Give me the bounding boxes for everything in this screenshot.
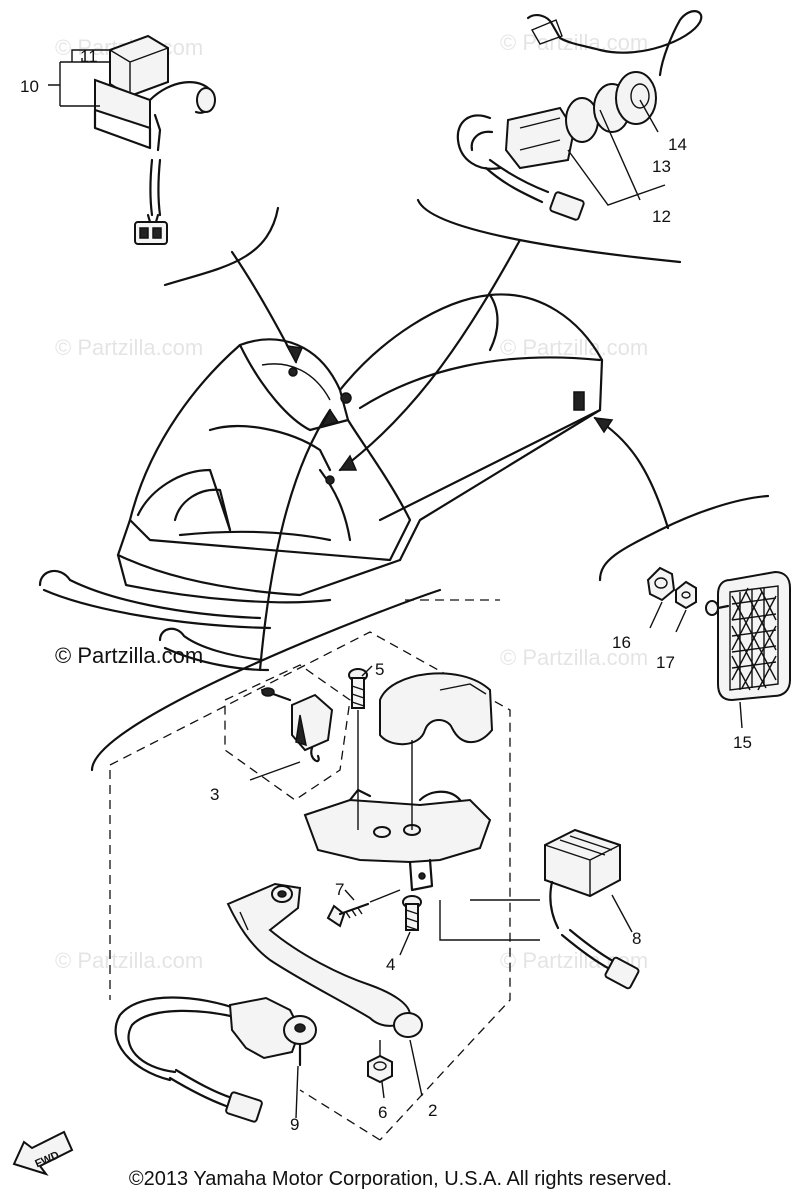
snowmobile-body bbox=[38, 293, 604, 672]
inset-bracket-right bbox=[416, 198, 682, 264]
part-6-nut bbox=[367, 1040, 393, 1084]
part-8-relay bbox=[439, 828, 640, 990]
switch-housing-lower bbox=[303, 788, 492, 892]
relay-assembly bbox=[93, 34, 216, 245]
callout-3: 3 bbox=[210, 785, 219, 804]
fwd-arrow: FWD bbox=[12, 1130, 74, 1176]
part-16-nut bbox=[646, 566, 676, 602]
watermarks: © Partzilla.com © Partzilla.com © Partzi… bbox=[55, 30, 648, 973]
callout-4: 4 bbox=[386, 955, 395, 974]
pointer-arrow bbox=[338, 238, 522, 472]
callout-2: 2 bbox=[428, 1101, 437, 1120]
pointer-arrow bbox=[593, 416, 670, 530]
callout-17: 17 bbox=[656, 653, 675, 672]
watermark: © Partzilla.com bbox=[55, 948, 203, 973]
watermark-foreground: © Partzilla.com bbox=[55, 643, 203, 668]
part-15-taillight bbox=[705, 570, 791, 702]
callout-16: 16 bbox=[612, 633, 631, 652]
part-4-bolt bbox=[402, 895, 422, 931]
main-switch-assembly bbox=[456, 10, 703, 221]
dashed-frame bbox=[109, 631, 511, 1141]
part-5-screw bbox=[348, 668, 368, 709]
taillight-mount bbox=[573, 391, 585, 411]
watermark: © Partzilla.com bbox=[55, 335, 203, 360]
watermark: © Partzilla.com bbox=[500, 335, 648, 360]
callout-7: 7 bbox=[335, 880, 344, 899]
callout-15: 15 bbox=[733, 733, 752, 752]
callout-9: 9 bbox=[290, 1115, 299, 1134]
callout-6: 6 bbox=[378, 1103, 387, 1122]
callouts: 2 3 4 5 6 7 8 9 10 11 12 13 14 15 16 17 bbox=[20, 47, 752, 1134]
callout-12: 12 bbox=[652, 207, 671, 226]
pointer-arrow bbox=[258, 408, 332, 672]
callout-13: 13 bbox=[652, 157, 671, 176]
callout-10: 10 bbox=[20, 77, 39, 96]
callout-5: 5 bbox=[375, 660, 384, 679]
watermark: © Partzilla.com bbox=[500, 645, 648, 670]
copyright-notice: ©2013 Yamaha Motor Corporation, U.S.A. A… bbox=[128, 1168, 673, 1190]
part-2-lever bbox=[226, 882, 423, 1038]
part-7-screw bbox=[326, 889, 401, 928]
callout-14: 14 bbox=[668, 135, 687, 154]
inset-bracket-bottom bbox=[90, 588, 442, 772]
part-9-switch bbox=[114, 996, 317, 1123]
callout-11: 11 bbox=[80, 47, 98, 66]
switch-housing-upper bbox=[379, 672, 494, 746]
inset-bracket-left bbox=[163, 206, 280, 287]
part-3-cover bbox=[224, 664, 351, 801]
inset-bracket-taillight bbox=[598, 494, 770, 582]
part-17-nut bbox=[675, 580, 697, 610]
callout-8: 8 bbox=[632, 929, 641, 948]
